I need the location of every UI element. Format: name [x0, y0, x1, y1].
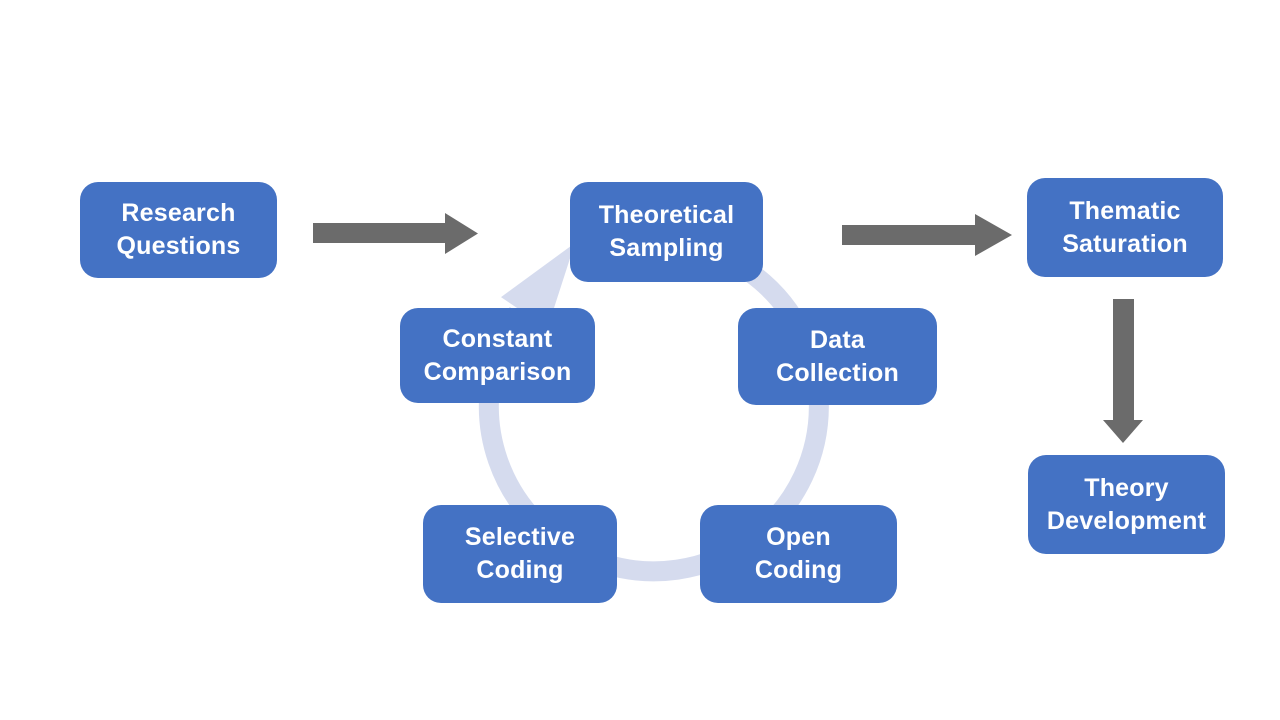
down-arrow-icon-saturation-to-theory	[1103, 299, 1143, 443]
right-arrow-icon-sampling-to-saturation	[842, 214, 1012, 256]
cycle-circular-arrowhead-icon	[501, 243, 575, 329]
node-thematic-saturation-label: Thematic Saturation	[1062, 196, 1188, 258]
node-constant-comparison: Constant Comparison	[400, 308, 595, 403]
node-research-questions-label: Research Questions	[116, 199, 241, 260]
node-selective-coding: Selective Coding	[423, 505, 617, 603]
node-selective-coding-label: Selective Coding	[464, 523, 576, 584]
node-theory-development-label: Theory Development	[1046, 473, 1207, 535]
node-data-collection: Data Collection	[738, 308, 937, 405]
node-theoretical-sampling-label: Theoretical Sampling	[598, 201, 735, 262]
node-open-coding-label: Open Coding	[754, 523, 843, 584]
node-constant-comparison-label: Constant Comparison	[423, 324, 572, 386]
node-data-collection-label: Data Collection	[776, 325, 899, 387]
node-research-questions: Research Questions	[80, 182, 277, 278]
node-thematic-saturation: Thematic Saturation	[1027, 178, 1223, 277]
node-open-coding: Open Coding	[700, 505, 897, 603]
node-theory-development: Theory Development	[1028, 455, 1225, 554]
right-arrow-icon-research-to-sampling	[313, 213, 478, 254]
node-theoretical-sampling: Theoretical Sampling	[570, 182, 763, 282]
